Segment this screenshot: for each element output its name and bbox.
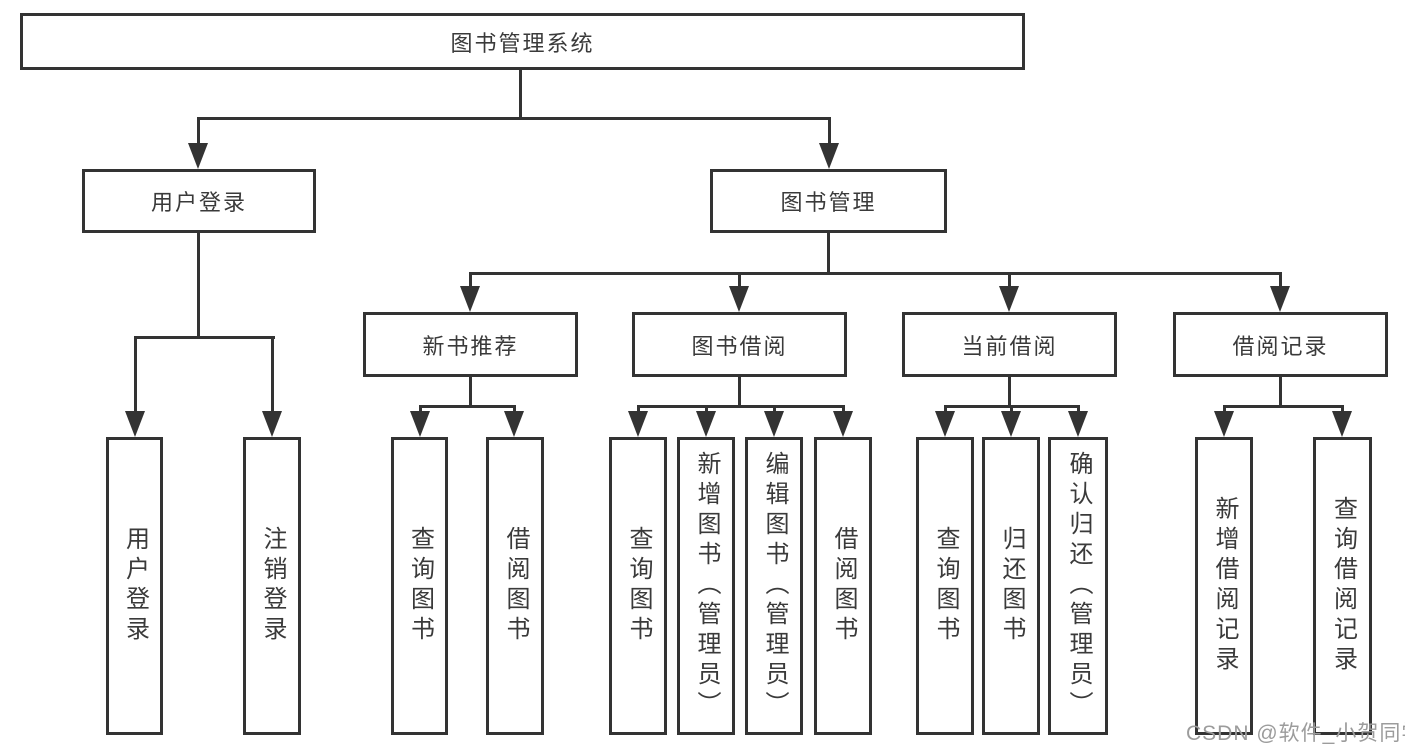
- leaf-query-borrow-record: 查询借阅记录: [1313, 437, 1372, 735]
- leaf-borrow-books: 借阅图书: [814, 437, 872, 735]
- connector-line: [738, 375, 741, 408]
- leaf-add-books-admin: 新增图书（管理员）: [677, 437, 735, 735]
- connector-line: [419, 405, 422, 413]
- node-current-borrow: 当前借阅: [902, 312, 1117, 377]
- connector-line: [1008, 272, 1011, 288]
- node-book-management: 图书管理: [710, 169, 947, 233]
- connector-line: [419, 405, 516, 408]
- leaf-borrow-books: 借阅图书: [486, 437, 544, 735]
- leaf-confirm-return-admin: 确认归还（管理员）: [1048, 437, 1108, 735]
- connector-line: [197, 231, 200, 339]
- arrowhead-icon: [764, 411, 784, 437]
- csdn-watermark: CSDN @软件_小贺同学: [1186, 722, 1405, 745]
- arrowhead-icon: [833, 411, 853, 437]
- connector-line: [828, 117, 831, 144]
- connector-line: [469, 272, 1282, 275]
- arrowhead-icon: [504, 411, 524, 437]
- leaf-user-login: 用户登录: [106, 437, 163, 735]
- arrowhead-icon: [628, 411, 648, 437]
- arrowhead-icon: [1270, 286, 1290, 312]
- connector-line: [519, 68, 522, 120]
- connector-line: [1223, 405, 1226, 413]
- arrowhead-icon: [1001, 411, 1021, 437]
- node-new-book-recommend: 新书推荐: [363, 312, 578, 377]
- arrowhead-icon: [935, 411, 955, 437]
- node-book-borrow: 图书借阅: [632, 312, 847, 377]
- connector-line: [738, 272, 741, 288]
- connector-line: [773, 405, 776, 413]
- leaf-query-books: 查询图书: [916, 437, 974, 735]
- arrowhead-icon: [125, 411, 145, 437]
- connector-line: [469, 272, 472, 288]
- connector-line: [134, 336, 137, 412]
- arrowhead-icon: [1068, 411, 1088, 437]
- leaf-return-books: 归还图书: [982, 437, 1040, 735]
- connector-line: [1279, 375, 1282, 408]
- arrowhead-icon: [410, 411, 430, 437]
- connector-line: [271, 336, 274, 412]
- connector-line: [827, 231, 830, 275]
- connector-line: [134, 336, 275, 339]
- arrowhead-icon: [819, 143, 839, 169]
- connector-line: [944, 405, 947, 413]
- arrowhead-icon: [696, 411, 716, 437]
- connector-line: [1010, 405, 1013, 413]
- connector-line: [637, 405, 845, 408]
- arrowhead-icon: [999, 286, 1019, 312]
- leaf-logout: 注销登录: [243, 437, 301, 735]
- node-user-login: 用户登录: [82, 169, 316, 233]
- node-library-system: 图书管理系统: [20, 13, 1025, 70]
- connector-line: [197, 117, 200, 144]
- arrowhead-icon: [188, 143, 208, 169]
- connector-line: [637, 405, 640, 413]
- leaf-edit-books-admin: 编辑图书（管理员）: [745, 437, 803, 735]
- arrowhead-icon: [1332, 411, 1352, 437]
- leaf-query-books: 查询图书: [391, 437, 448, 735]
- arrowhead-icon: [262, 411, 282, 437]
- connector-line: [1077, 405, 1080, 413]
- node-borrow-records: 借阅记录: [1173, 312, 1388, 377]
- connector-line: [1341, 405, 1344, 413]
- arrowhead-icon: [460, 286, 480, 312]
- leaf-add-borrow-record: 新增借阅记录: [1195, 437, 1253, 735]
- connector-line: [513, 405, 516, 413]
- connector-line: [1223, 405, 1344, 408]
- connector-line: [469, 375, 472, 408]
- connector-line: [705, 405, 708, 413]
- arrowhead-icon: [729, 286, 749, 312]
- arrowhead-icon: [1214, 411, 1234, 437]
- leaf-query-books: 查询图书: [609, 437, 667, 735]
- connector-line: [197, 117, 831, 120]
- connector-line: [1279, 272, 1282, 288]
- connector-line: [1008, 375, 1011, 408]
- connector-line: [842, 405, 845, 413]
